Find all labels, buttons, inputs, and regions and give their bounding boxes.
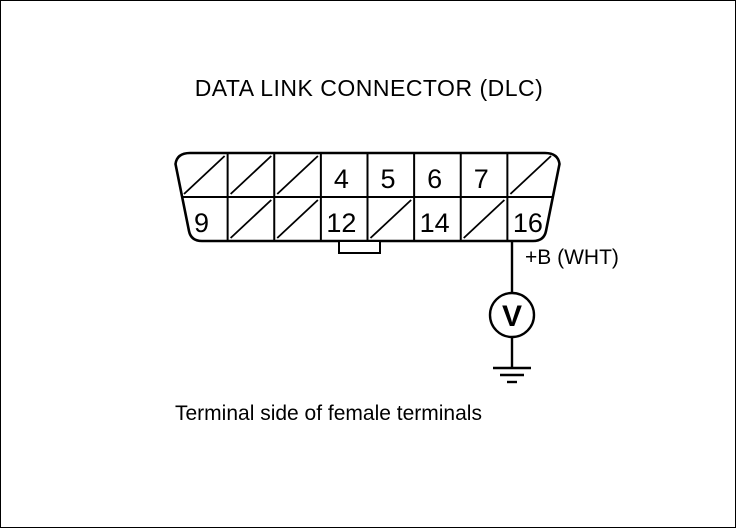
terminal-9-label: 9	[194, 208, 209, 238]
diagram-title: DATA LINK CONNECTOR (DLC)	[194, 75, 544, 101]
terminal-16-label: 16	[513, 208, 543, 238]
unused-terminal-marker	[230, 155, 272, 195]
ground-symbol	[493, 366, 531, 384]
unused-terminal-marker	[369, 199, 412, 239]
connector-cells: 4 5 6 7 9 12 14 16	[183, 155, 552, 239]
unused-terminal-marker	[183, 155, 226, 195]
terminal-12-label: 12	[326, 208, 356, 238]
terminal-7-label: 7	[474, 164, 489, 194]
voltmeter-symbol: V	[502, 300, 522, 333]
unused-terminal-marker	[463, 199, 505, 239]
unused-terminal-marker	[276, 155, 319, 195]
connector-outline	[174, 151, 561, 243]
terminal-6-label: 6	[427, 164, 442, 194]
connector-tab	[338, 240, 381, 254]
terminal-4-label: 4	[334, 164, 349, 194]
terminal-5-label: 5	[380, 164, 395, 194]
terminal-14-label: 14	[420, 208, 450, 238]
unused-terminal-marker	[509, 155, 552, 195]
unused-terminal-marker	[230, 199, 272, 239]
caption-text: Terminal side of female terminals	[175, 402, 482, 425]
wire-label: +B (WHT)	[525, 246, 619, 269]
unused-terminal-marker	[276, 199, 319, 239]
connector-grid	[183, 154, 552, 240]
